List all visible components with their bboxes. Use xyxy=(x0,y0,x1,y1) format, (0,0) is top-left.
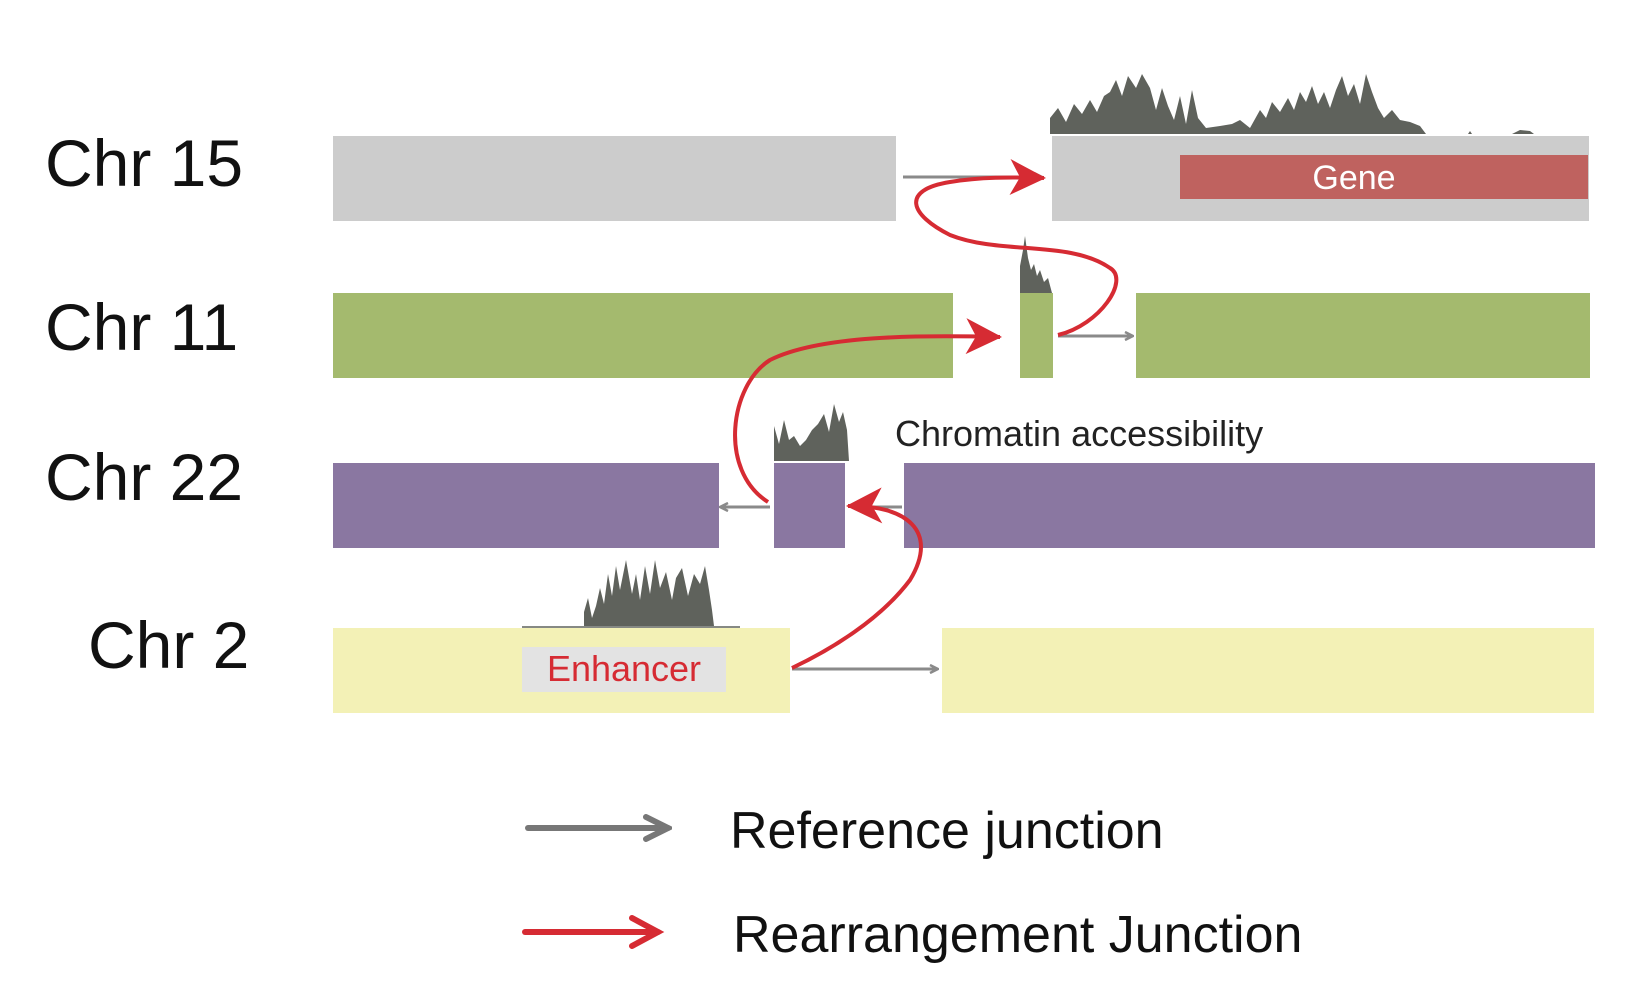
chromatin-accessibility-label: Chromatin accessibility xyxy=(895,413,1263,454)
legend: Reference junction Rearrangement Junctio… xyxy=(522,802,1302,964)
rearrangement-junctions xyxy=(733,159,1119,670)
enhancer-label: Enhancer xyxy=(547,648,701,689)
chr2-track: Enhancer xyxy=(333,628,1594,713)
enhancer-box xyxy=(522,647,726,692)
chr15-segment-left xyxy=(333,136,896,221)
rearrangement-chr11-to-chr15 xyxy=(914,159,1119,337)
peak-chr15-gene xyxy=(1050,74,1426,134)
chr11-track xyxy=(333,293,1590,378)
gene-box xyxy=(1180,155,1588,199)
chr11-segment-left xyxy=(333,293,953,378)
chr15-label: Chr 15 xyxy=(45,126,243,200)
chromatin-peaks xyxy=(522,74,1534,628)
chr22-label: Chr 22 xyxy=(45,440,243,514)
chr2-label: Chr 2 xyxy=(88,608,249,682)
chr11-label: Chr 11 xyxy=(45,290,238,364)
chr2-segment-right xyxy=(942,628,1594,713)
peak-chr22 xyxy=(774,404,849,461)
rearrangement-chr2-to-chr22 xyxy=(791,487,923,670)
chr22-segment-left xyxy=(333,463,719,548)
chr22-segment-middle xyxy=(774,463,845,548)
peak-chr15-small xyxy=(1468,130,1534,134)
chr15-track: Gene xyxy=(333,136,1589,221)
chr22-track xyxy=(333,463,1595,548)
chr11-segment-middle xyxy=(1020,293,1053,378)
legend-reference-label: Reference junction xyxy=(730,802,1164,860)
peak-chr2-enhancer xyxy=(584,560,714,626)
gene-label: Gene xyxy=(1312,159,1395,197)
chr22-segment-right xyxy=(904,463,1595,548)
rearrangement-chr22-to-chr11 xyxy=(733,318,1002,504)
chr11-segment-right xyxy=(1136,293,1590,378)
legend-rearrangement-label: Rearrangement Junction xyxy=(733,906,1302,964)
peak-chr11 xyxy=(1020,236,1052,293)
